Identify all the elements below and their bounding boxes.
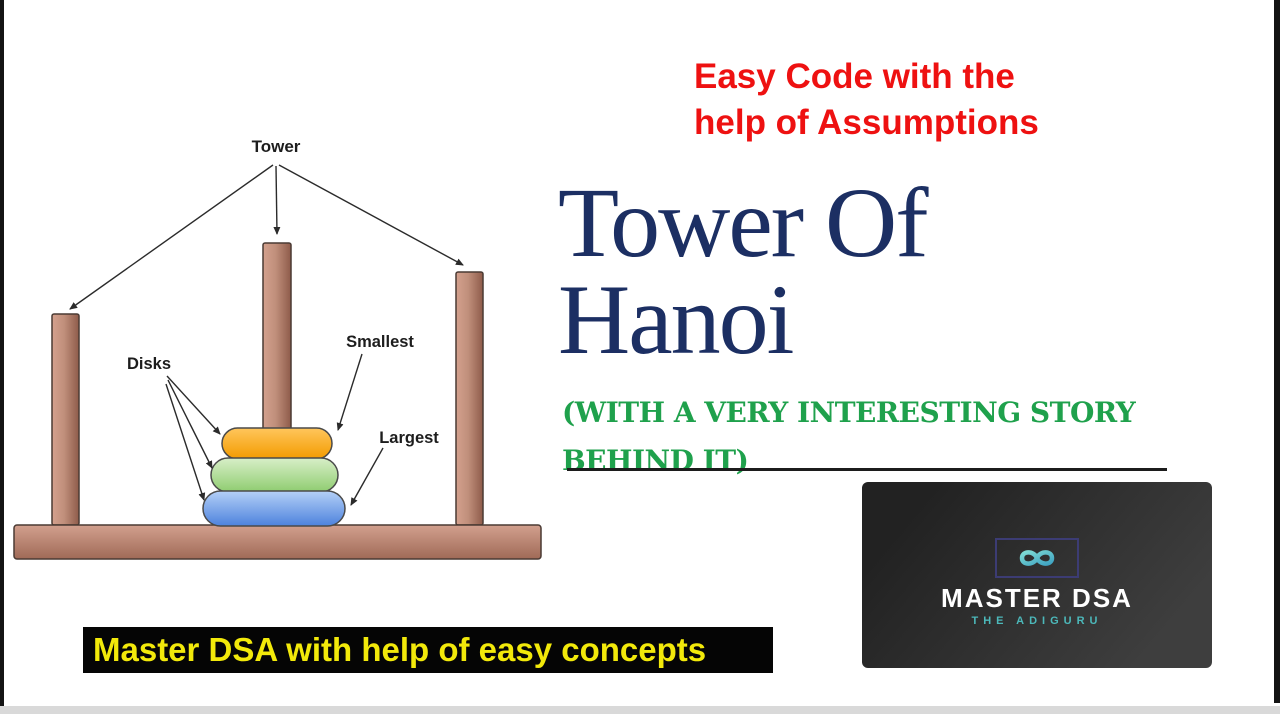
title-line1: Tower Of: [558, 167, 929, 278]
infinity-frame: [995, 538, 1079, 578]
disk-largest: [202, 490, 346, 527]
disk-smallest: [221, 427, 333, 460]
tower-arrow-right: [278, 164, 464, 266]
bottom-banner: Master DSA with help of easy concepts: [83, 627, 773, 673]
largest-label: Largest: [379, 429, 439, 447]
bottom-edge-strip: [0, 706, 1280, 714]
base-board: [13, 524, 542, 560]
largest-arrow: [350, 447, 384, 506]
right-edge-strip: [1274, 0, 1280, 703]
hanoi-diagram: Tower Disks Smallest Largest: [13, 137, 542, 560]
subtitle-line1: (WITH A VERY INTERESTING STORY: [562, 396, 1136, 429]
left-edge-strip: [0, 0, 4, 707]
headline: Easy Code with the help of Assumptions: [694, 54, 1039, 146]
logo-brand-text: MASTER DSA: [941, 583, 1133, 613]
right-peg: [455, 271, 484, 526]
tower-arrow-left: [69, 164, 274, 310]
disks-label: Disks: [127, 355, 171, 373]
disk-medium: [210, 457, 339, 493]
disks-arrow-2: [167, 379, 213, 469]
logo-card: MASTER DSA THE ADIGURU: [862, 482, 1212, 668]
logo-tagline: THE ADIGURU: [971, 615, 1103, 627]
page-title: Tower Of Hanoi: [558, 167, 929, 375]
tower-label: Tower: [252, 137, 301, 156]
subtitle: (WITH A VERY INTERESTING STORY BEHIND IT…: [562, 389, 1136, 485]
smallest-arrow: [336, 353, 363, 431]
headline-line2: help of Assumptions: [694, 103, 1039, 142]
subtitle-line2: BEHIND IT): [562, 444, 749, 477]
title-line2: Hanoi: [558, 264, 794, 375]
disks-arrow-3: [165, 383, 206, 501]
infinity-icon: [1019, 550, 1055, 566]
disks-arrow-1: [166, 375, 221, 435]
smallest-label: Smallest: [346, 333, 414, 351]
tower-arrow-middle: [273, 165, 281, 235]
headline-line1: Easy Code with the: [694, 57, 1015, 96]
left-peg: [51, 313, 80, 526]
banner-text: Master DSA with help of easy concepts: [93, 631, 707, 668]
subtitle-underline: [567, 468, 1167, 471]
